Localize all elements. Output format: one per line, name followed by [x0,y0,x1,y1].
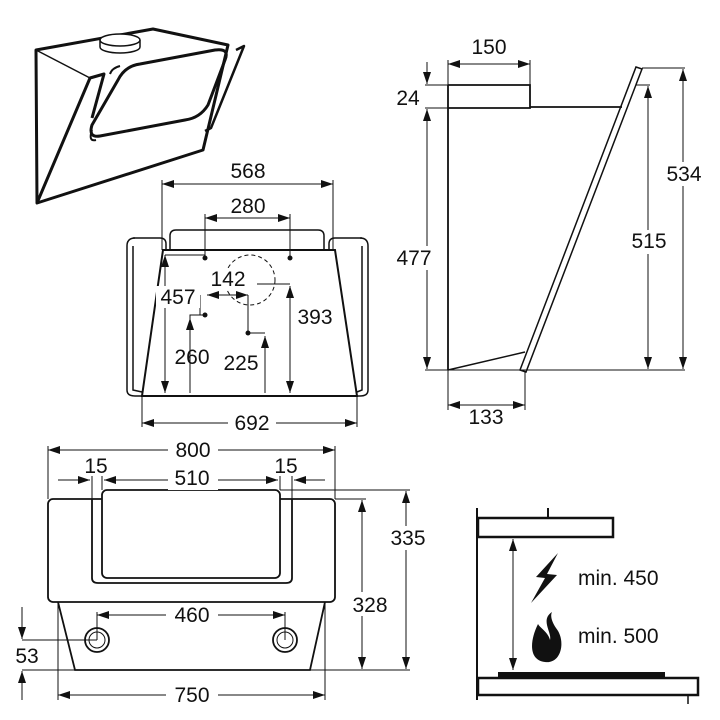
dim-15-right: 15 [274,455,297,478]
clearance-diagram: min. 450 min. 500 [476,508,700,704]
gas-clearance-label: min. 500 [578,625,659,648]
dim-280: 280 [230,195,265,218]
side-view: 150 24 477 515 534 133 [392,36,708,429]
electric-bolt-icon [531,553,558,603]
dim-260: 260 [174,346,209,369]
dim-515: 515 [631,230,666,253]
dim-568: 568 [230,160,265,183]
dim-335: 335 [390,527,425,550]
glass-edge [204,44,246,133]
gas-flame-icon [532,612,562,663]
side-panel [35,72,106,204]
dim-393: 393 [297,306,332,329]
dim-534: 534 [666,163,701,186]
dim-142: 142 [210,268,245,291]
hood-outline [34,27,230,205]
dim-133: 133 [468,406,503,429]
dim-15-left: 15 [84,455,107,478]
dim-510: 510 [174,467,209,490]
cooktop [498,672,665,678]
dim-800: 800 [175,439,210,462]
dim-150: 150 [471,36,506,59]
bottom-view: 800 15 510 15 460 53 750 328 335 [15,438,432,707]
dim-692: 692 [234,412,269,435]
dim-477: 477 [396,247,431,270]
dim-24: 24 [396,87,420,110]
dim-225: 225 [223,352,258,375]
electric-clearance-label: min. 450 [578,567,659,590]
hood-block [476,516,615,539]
counter-block [476,676,700,697]
isometric-view [34,27,246,205]
front-view: 568 280 142 457 260 225 393 692 [126,160,369,435]
dim-750: 750 [174,684,209,707]
dim-53: 53 [15,645,38,668]
dim-328: 328 [352,594,387,617]
dim-457: 457 [160,286,195,309]
window [89,48,228,138]
dim-460: 460 [174,604,209,627]
